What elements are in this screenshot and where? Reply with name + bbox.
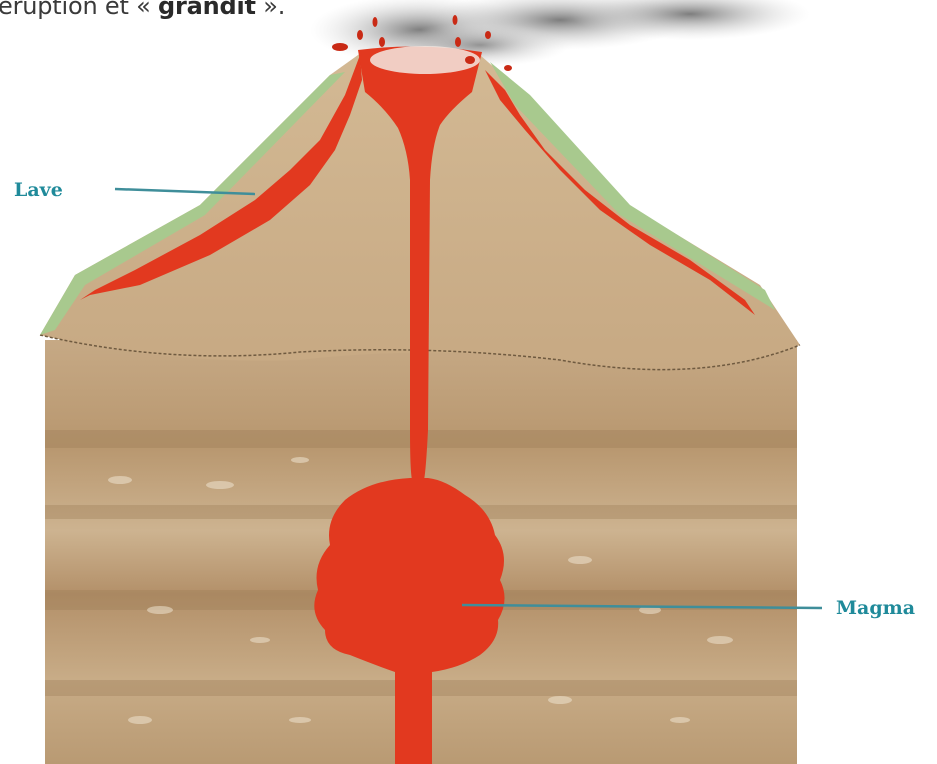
magma-label: Magma <box>836 597 915 619</box>
lave-label: Lave <box>14 179 63 201</box>
